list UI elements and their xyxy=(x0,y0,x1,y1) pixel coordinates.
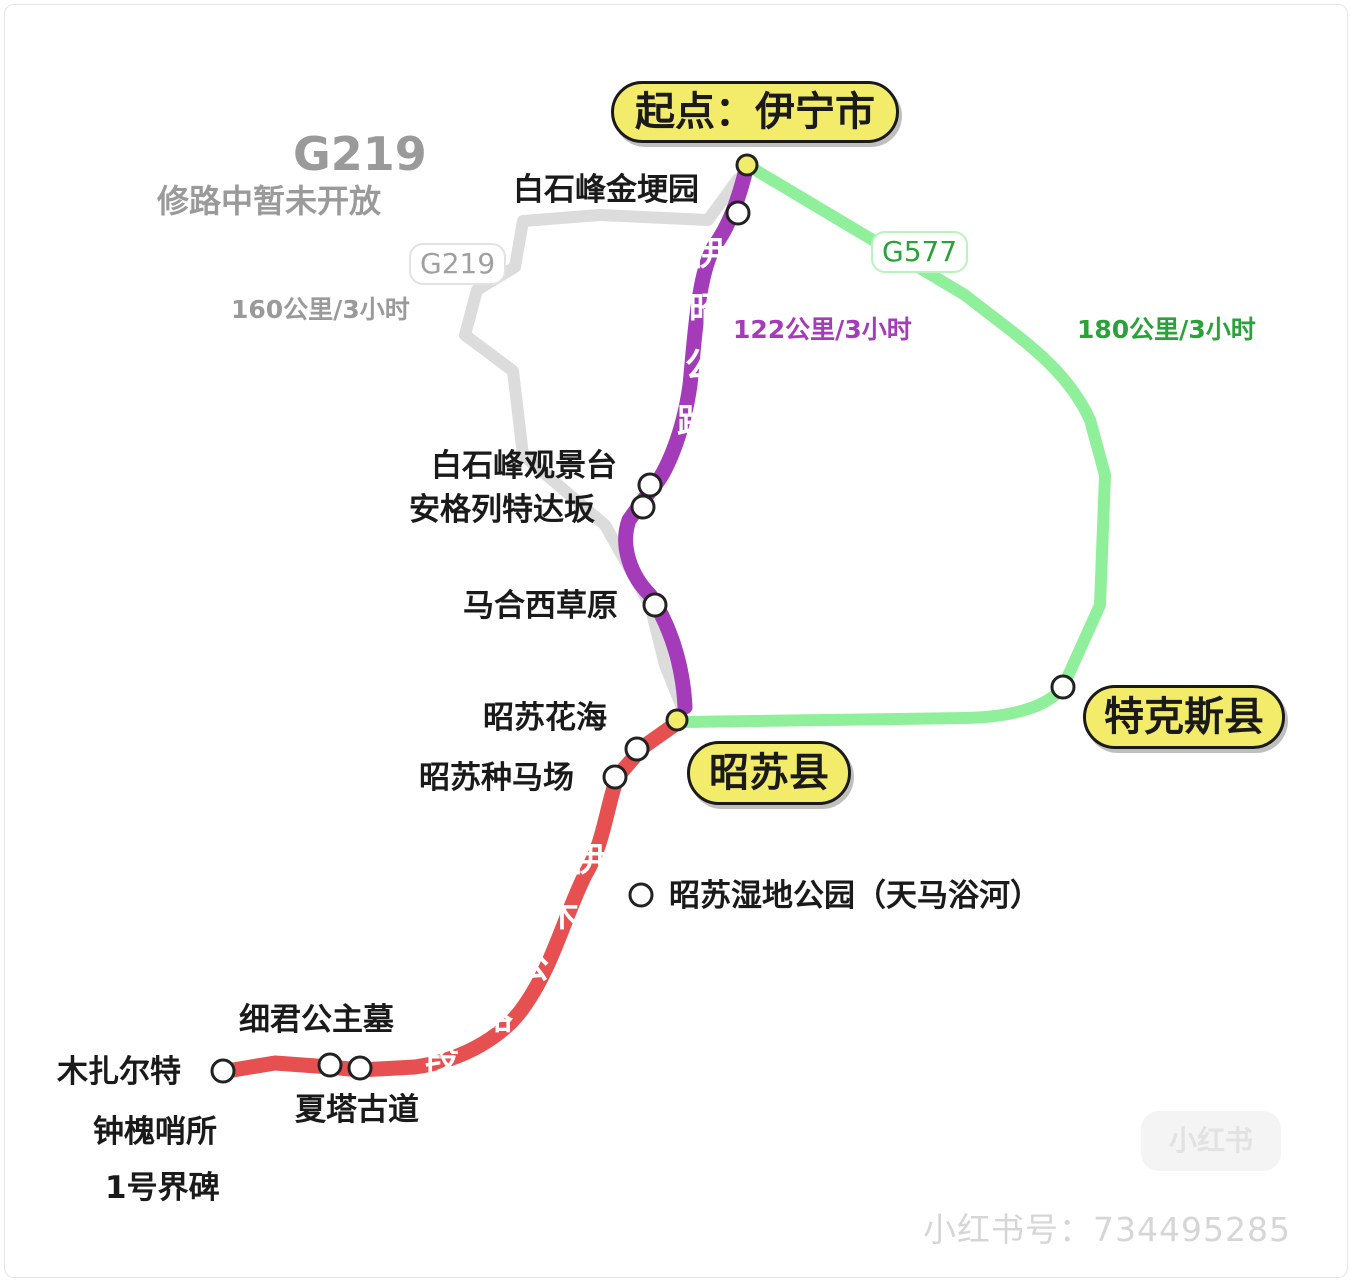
g219-distance: 160公里/3小时 xyxy=(231,295,410,324)
xiata-marker xyxy=(347,1055,373,1081)
watermark-id: 小红书号：734495285 xyxy=(923,1210,1291,1249)
route-lines xyxy=(210,153,1111,1084)
yizhao-distance: 122公里/3小时 xyxy=(733,315,912,344)
start-stop-marker xyxy=(735,153,759,177)
g219-closed-note: 修路中暂未开放 xyxy=(157,182,382,220)
yimu-route-line xyxy=(219,715,685,1079)
yizhao-name-char-3: 公 xyxy=(685,346,719,386)
poi-wetland-label: 昭苏湿地公园（天马浴河） xyxy=(669,878,1041,914)
yimu-name-char-5: 段 xyxy=(425,1038,459,1078)
huahai-marker xyxy=(624,736,650,762)
mahexi-marker xyxy=(642,592,668,618)
baishifeng-view-marker xyxy=(637,472,663,498)
yizhao-name-char-2: 昭 xyxy=(689,290,723,330)
poi-mahexi-label: 马合西草原 xyxy=(463,588,618,624)
yimu-name-char-3: 公 xyxy=(515,947,549,987)
angelie-marker xyxy=(630,494,656,520)
poi-baishifeng-view-label: 白石峰观景台 xyxy=(431,448,617,484)
zhaosu-city-pill: 昭苏县 xyxy=(687,741,851,805)
poi-xijun-label: 细君公主墓 xyxy=(239,1002,394,1038)
zhaosu-stop-marker xyxy=(665,708,689,732)
g219-route-badge: G219 xyxy=(409,243,507,285)
muzhaerte-marker xyxy=(210,1058,236,1084)
route-map: G219 修路中暂未开放 G219 160公里/3小时 G577 180公里/3… xyxy=(4,4,1348,1278)
yimu-name-char-4: 路 xyxy=(479,998,513,1038)
yizhao-name-char-1: 伊 xyxy=(691,234,725,274)
yimu-name-char-1: 伊 xyxy=(571,840,605,880)
start-city-pill: 起点：伊宁市 xyxy=(611,81,899,143)
tekes-marker xyxy=(1050,674,1076,700)
wetland-marker xyxy=(628,882,654,908)
g577-route-line xyxy=(677,159,1111,728)
baishifeng-park-marker xyxy=(725,200,751,226)
g219-closed-title: G219 xyxy=(293,127,427,181)
poi-muzhaerte-label: 木扎尔特 xyxy=(57,1054,181,1090)
poi-xiata-label: 夏塔古道 xyxy=(295,1092,419,1128)
poi-angelie-label: 安格列特达坂 xyxy=(409,492,595,528)
poi-baishifeng-park-label: 白石峰金埂园 xyxy=(513,172,699,208)
g577-distance: 180公里/3小时 xyxy=(1077,315,1256,344)
tekes-city-pill: 特克斯县 xyxy=(1083,685,1285,749)
xijun-marker xyxy=(317,1052,343,1078)
zhongmachang-marker xyxy=(602,764,628,790)
yizhao-name-char-4: 路 xyxy=(677,402,711,442)
g577-route-badge: G577 xyxy=(871,231,969,273)
poi-huahai-label: 昭苏花海 xyxy=(483,700,607,736)
watermark-logo: 小红书 xyxy=(1141,1111,1281,1171)
yimu-name-char-2: 木 xyxy=(545,895,579,935)
poi-zhongmachang-label: 昭苏种马场 xyxy=(419,760,574,796)
poi-jiebei-label: 1号界碑 xyxy=(105,1170,220,1206)
poi-zhonghuai-label: 钟槐哨所 xyxy=(93,1114,217,1150)
